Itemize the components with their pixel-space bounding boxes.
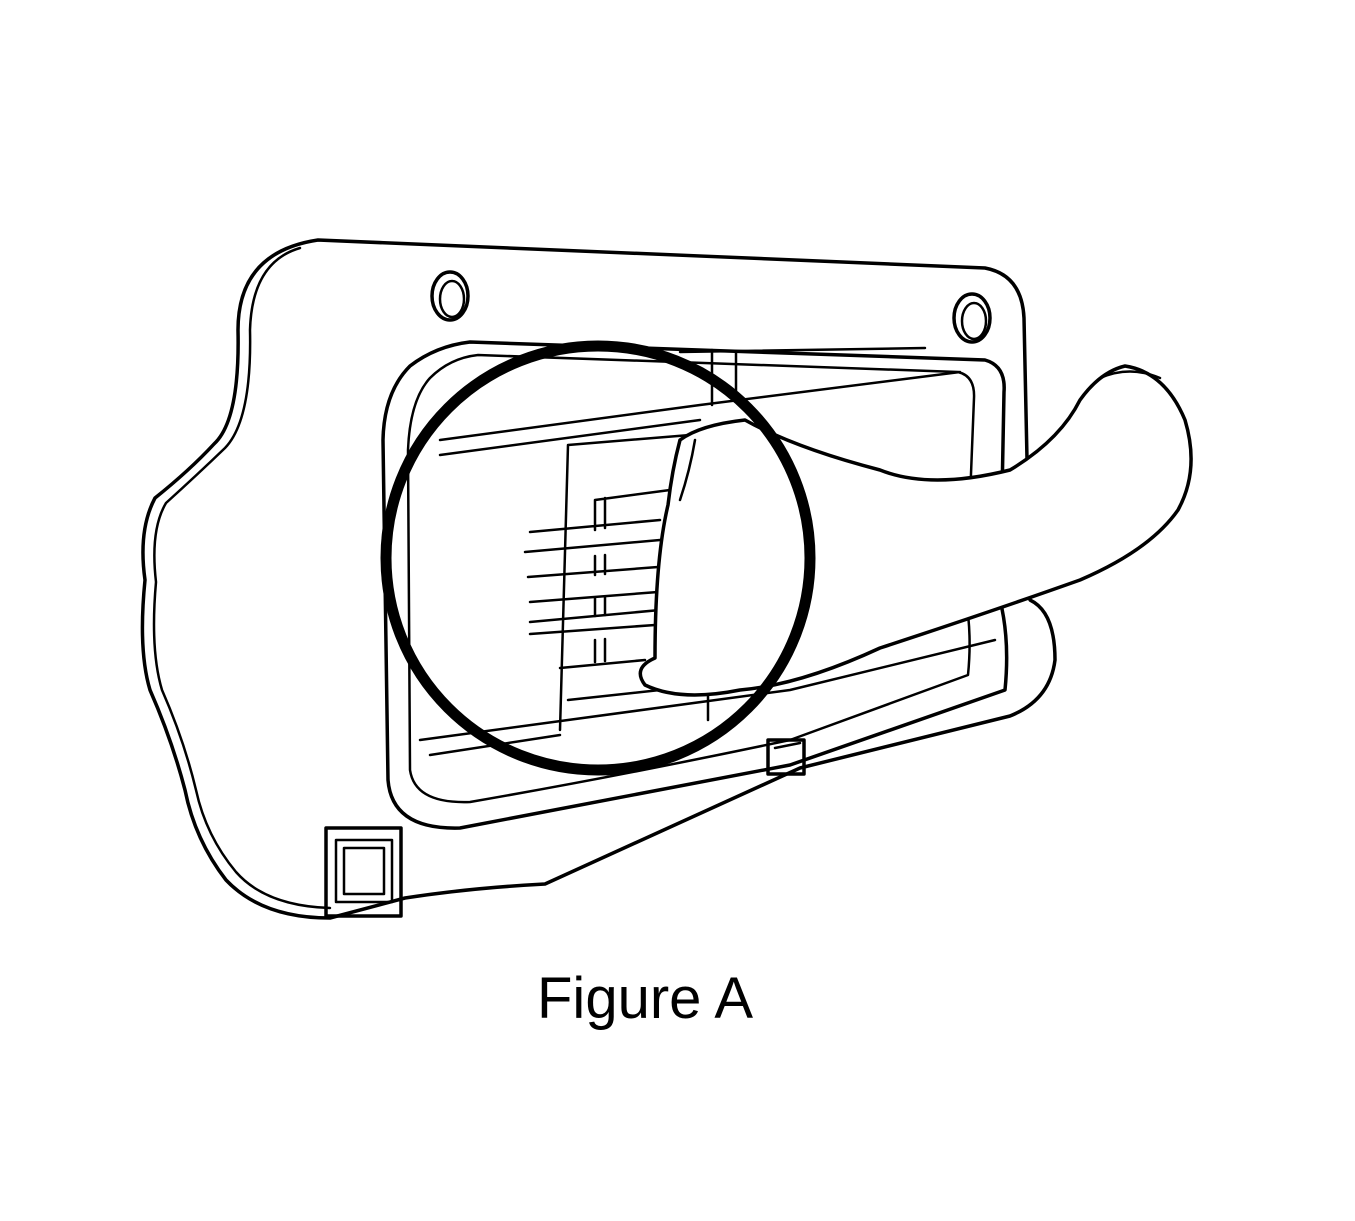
callout-circle bbox=[380, 340, 816, 776]
latch-slot-4 bbox=[528, 590, 662, 624]
clip-tab-bottom bbox=[766, 738, 806, 776]
clip-tab-bottom-edge bbox=[773, 741, 802, 750]
door-handle-edge-line bbox=[1098, 370, 1162, 380]
screw-hole-right-inner bbox=[960, 301, 988, 341]
latch-slot-1 bbox=[528, 488, 672, 534]
latch-slot-5 bbox=[528, 623, 657, 670]
door-handle-lever bbox=[638, 364, 1193, 697]
latch-slot-2 bbox=[523, 538, 662, 577]
recess-back-wall-bottom bbox=[418, 638, 997, 742]
screw-hole-left bbox=[430, 270, 470, 322]
clip-tab-left-outer bbox=[324, 826, 403, 918]
screw-hole-right bbox=[952, 292, 992, 344]
clip-tab-left-core bbox=[342, 846, 386, 896]
bezel-plate-edge-line bbox=[152, 246, 332, 910]
screw-hole-left-inner bbox=[438, 279, 466, 319]
recess-back-wall-top-2 bbox=[438, 418, 702, 457]
clip-tab-left-inner bbox=[334, 838, 394, 904]
recess-upper-line bbox=[678, 346, 927, 354]
bezel-plate-outline bbox=[140, 238, 1057, 920]
recess-back-wall-top bbox=[438, 370, 962, 442]
latch-housing bbox=[558, 433, 692, 732]
figure-caption: Figure A bbox=[537, 966, 753, 1031]
latch-slot-3 bbox=[526, 565, 660, 618]
door-handle-inner-curve bbox=[678, 438, 697, 502]
